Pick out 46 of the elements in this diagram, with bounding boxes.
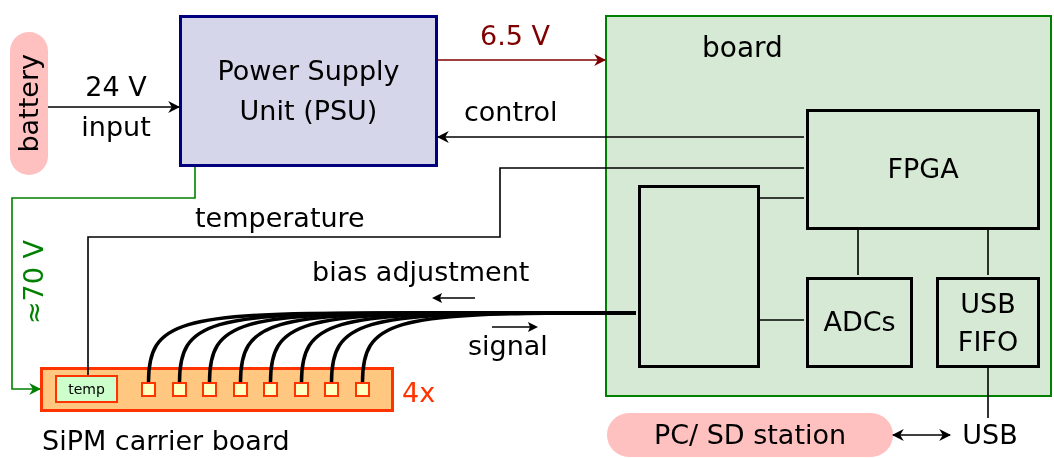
signal-label: signal (468, 330, 548, 362)
count-label: 4x (402, 377, 436, 409)
sipm-pad (294, 382, 309, 397)
node-text: USB (962, 417, 1018, 452)
node-text: ADCs (823, 305, 896, 340)
panel-heading: board (702, 31, 783, 65)
connector (987, 227, 989, 276)
connector (436, 131, 805, 143)
station-pill (607, 413, 893, 457)
node-text: FPGA (887, 152, 959, 187)
process-box (806, 277, 913, 368)
node-text: battery (11, 54, 45, 153)
process-box (806, 109, 1040, 230)
sipm-pad (202, 382, 217, 397)
process-box (179, 15, 438, 167)
node-text: USB FIFO (956, 286, 1020, 359)
connector (757, 197, 805, 199)
connector (857, 227, 859, 276)
edge-label: 6.5 V (480, 19, 551, 52)
edge-label: 24 V input (80, 70, 152, 144)
signal-label: bias adjustment (312, 256, 530, 288)
connector (757, 319, 805, 321)
sipm-pad (324, 382, 339, 397)
connector (47, 101, 181, 113)
edge-label: temperature (195, 201, 366, 234)
sipm-pad (172, 382, 187, 397)
node-text: PC/ SD station (653, 417, 847, 452)
connector (87, 167, 805, 376)
sipm-pad (263, 382, 278, 397)
board-title: SiPM carrier board (42, 425, 290, 457)
sipm-pad (355, 382, 370, 397)
node-text: Power Supply Unit (PSU) (216, 54, 401, 128)
battery-pill (10, 32, 48, 175)
sipm-pad (233, 382, 248, 397)
edge-label: control (464, 95, 559, 128)
process-box (936, 277, 1040, 368)
sensor-box (55, 375, 118, 403)
connector (987, 365, 989, 419)
board-panel (605, 15, 1052, 397)
connector (437, 54, 607, 66)
sipm-pad (141, 382, 156, 397)
edge-label: ≈70 V (16, 239, 50, 327)
connector (11, 166, 196, 395)
chip-box (638, 185, 760, 368)
node-text: temp (68, 379, 105, 399)
connector (891, 429, 952, 441)
